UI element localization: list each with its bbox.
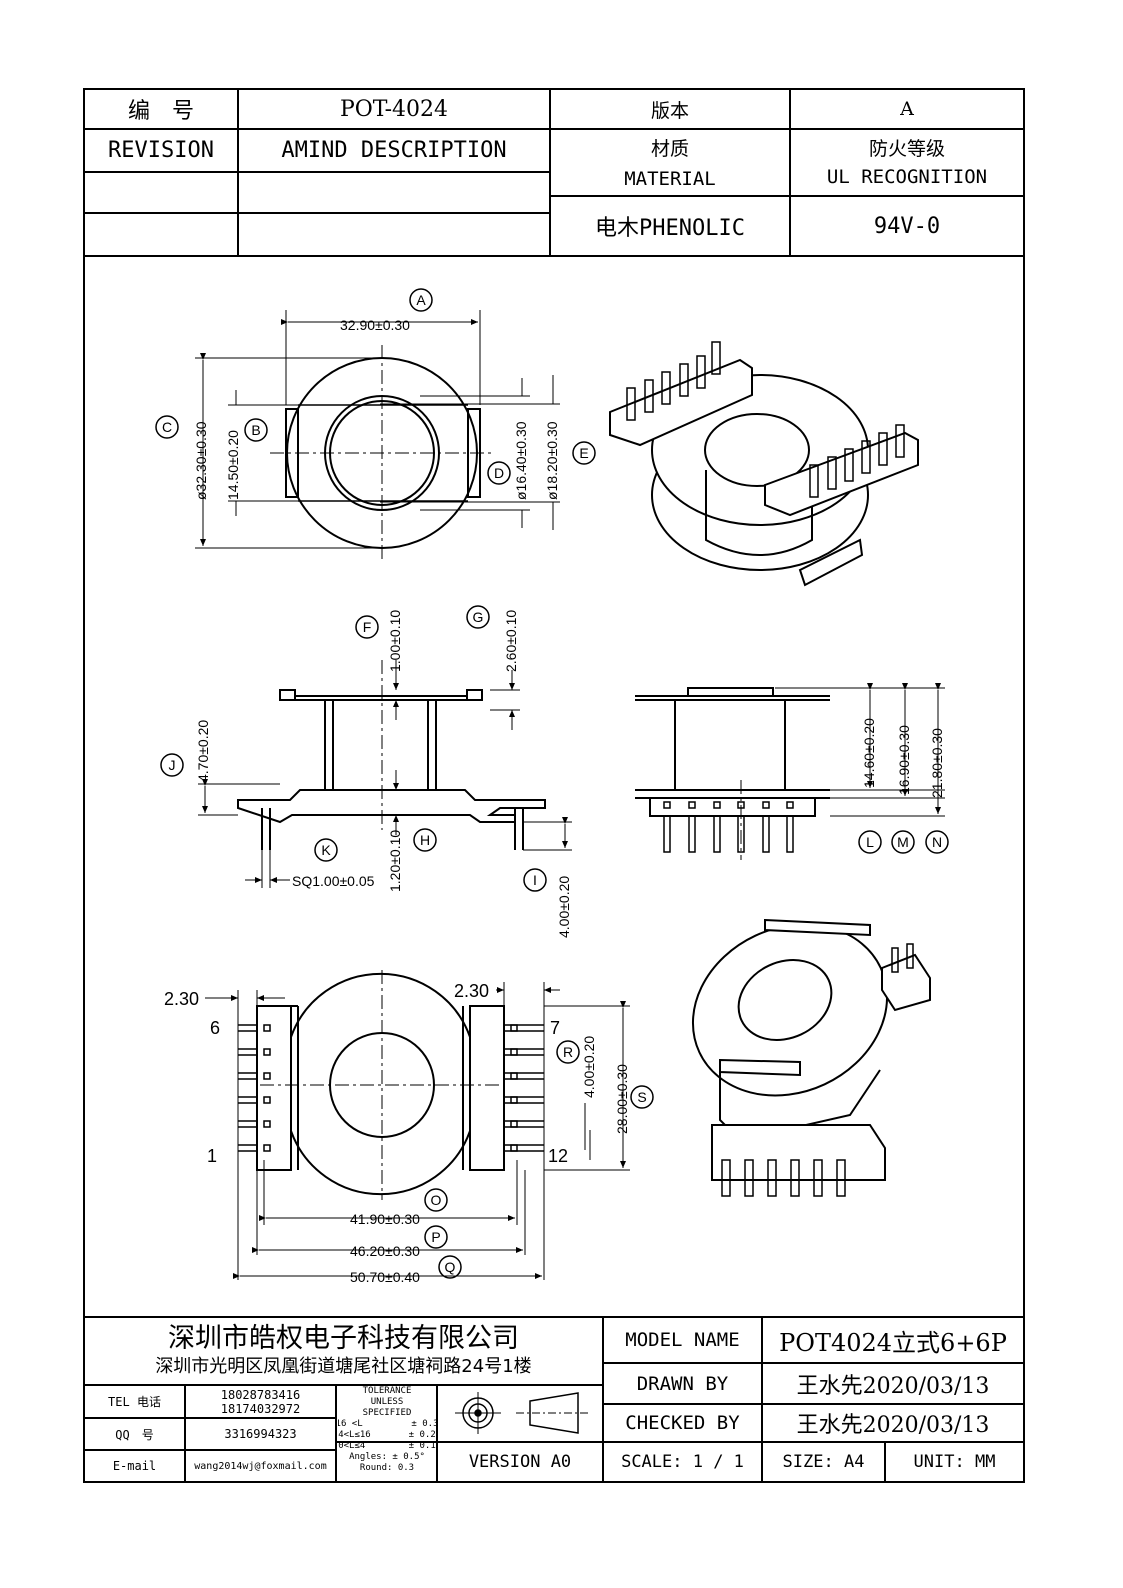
material-cn: 材质 — [650, 137, 689, 160]
label-h: H — [420, 832, 430, 848]
dim-s: 28.00±0.30 — [614, 1064, 630, 1134]
email-label: E-mail — [112, 1459, 157, 1473]
tolerance-line: 4<L≤16 ± 0.2 — [338, 1430, 436, 1440]
dim-i: 4.00±0.20 — [556, 876, 572, 938]
label-p: P — [431, 1229, 440, 1245]
ul-en: UL RECOGNITION — [826, 166, 988, 188]
tel-values: 18028783416 18174032972 — [185, 1386, 336, 1418]
label-k: K — [321, 842, 331, 858]
dim-c: ø32.30±0.30 — [193, 421, 209, 500]
checked-by-value: 王水先2020/03/13 — [796, 1413, 990, 1438]
email-value[interactable]: wang2014wj@foxmail.com — [194, 1460, 327, 1472]
tel-1: 18028783416 — [220, 1388, 301, 1402]
tel-label: TEL 电话 — [108, 1395, 161, 1409]
checked-by-label: CHECKED BY — [625, 1412, 740, 1434]
dim-k: SQ1.00±0.05 — [292, 873, 375, 889]
version-label: 版本 — [650, 99, 689, 122]
size: SIZE: A4 — [782, 1452, 865, 1472]
isometric-view-top — [609, 341, 919, 587]
material-value: 电木PHENOLIC — [595, 216, 745, 241]
qq-label: QQ 号 — [115, 1427, 154, 1442]
dim-m: 16.90±0.30 — [896, 725, 912, 795]
model-name-value: POT4024立式6+6P — [779, 1328, 1007, 1357]
version-value: A — [900, 98, 914, 120]
dim-f: 1.00±0.10 — [387, 610, 403, 672]
tolerance-line: Round: 0.3 — [359, 1463, 415, 1473]
front-view — [635, 683, 945, 860]
label-j: J — [169, 757, 176, 773]
dim-d: ø16.40±0.30 — [513, 421, 529, 500]
drawn-by-value: 王水先2020/03/13 — [796, 1373, 990, 1399]
material-en: MATERIAL — [624, 168, 716, 190]
dim-l: 14.60±0.20 — [861, 718, 877, 788]
dim-right-230: 2.30 — [454, 981, 489, 1001]
dim-o: 41.90±0.30 — [350, 1211, 420, 1227]
drawn-by-label: DRAWN BY — [636, 1372, 729, 1395]
tolerance-line: Angles: ± 0.5° — [349, 1452, 425, 1462]
isometric-view-bottom — [691, 918, 931, 1197]
top-view — [195, 310, 560, 562]
label-l: L — [866, 834, 874, 850]
tolerance-note: TOLERANCE UNLESS SPECIFIED 16 <L ± 0.3 4… — [338, 1386, 436, 1481]
label-e: E — [579, 445, 588, 461]
label-m: M — [897, 834, 909, 850]
dim-h: 1.20±0.10 — [387, 830, 403, 892]
bottom-view — [205, 970, 630, 1280]
version-a0: VERSION A0 — [468, 1452, 572, 1472]
side-view — [198, 660, 572, 888]
label-d: D — [494, 465, 504, 481]
dim-n: 21.80±0.30 — [929, 728, 945, 798]
dim-q: 50.70±0.40 — [350, 1269, 420, 1285]
ul-cn: 防火等级 — [868, 137, 945, 160]
dim-left-230: 2.30 — [164, 989, 199, 1009]
tolerance-line: UNLESS — [370, 1397, 404, 1407]
revision-label: REVISION — [108, 138, 214, 163]
unit: UNIT: MM — [913, 1452, 996, 1472]
dim-r: 4.00±0.20 — [581, 1036, 597, 1098]
dim-p: 46.20±0.30 — [350, 1243, 420, 1259]
label-c: C — [162, 419, 172, 435]
company-name: 深圳市皓权电子科技有限公司 — [168, 1322, 519, 1354]
label-b: B — [251, 422, 260, 438]
code-value: POT-4024 — [339, 96, 449, 122]
qq-value: 3316994323 — [224, 1427, 297, 1441]
code-label: 编 号 — [127, 99, 194, 124]
model-name-label: MODEL NAME — [625, 1329, 740, 1351]
tolerance-line: SPECIFIED — [362, 1408, 412, 1418]
company-address: 深圳市光明区凤凰街道塘尾社区塘祠路24号1楼 — [155, 1356, 532, 1377]
dim-g: 2.60±0.10 — [503, 610, 519, 672]
label-a: A — [416, 292, 426, 308]
tolerance-line: 0<L≤4 ± 0.1 — [338, 1441, 436, 1451]
amend-label: AMIND DESCRIPTION — [281, 138, 507, 163]
label-q: Q — [445, 1259, 456, 1275]
pin-12: 12 — [548, 1146, 568, 1166]
label-i: I — [533, 872, 537, 888]
label-r: R — [563, 1044, 573, 1060]
projection-symbol — [455, 1392, 590, 1434]
label-n: N — [932, 834, 942, 850]
tolerance-line: TOLERANCE — [362, 1386, 412, 1396]
pin-7: 7 — [550, 1018, 560, 1038]
dim-j: 4.70±0.20 — [195, 720, 211, 782]
label-f: F — [363, 619, 372, 635]
tel-2: 18174032972 — [220, 1402, 301, 1416]
ul-value: 94V-0 — [873, 213, 941, 239]
label-s: S — [637, 1089, 646, 1105]
dim-a: 32.90±0.30 — [340, 317, 410, 333]
pin-1: 1 — [207, 1146, 217, 1166]
label-o: O — [431, 1192, 442, 1208]
pin-6: 6 — [210, 1018, 220, 1038]
dim-b: 14.50±0.20 — [225, 430, 241, 500]
label-g: G — [473, 609, 484, 625]
scale: SCALE: 1 / 1 — [621, 1452, 744, 1472]
tolerance-line: 16 <L ± 0.3 — [338, 1419, 436, 1429]
dim-e: ø18.20±0.30 — [544, 421, 560, 500]
